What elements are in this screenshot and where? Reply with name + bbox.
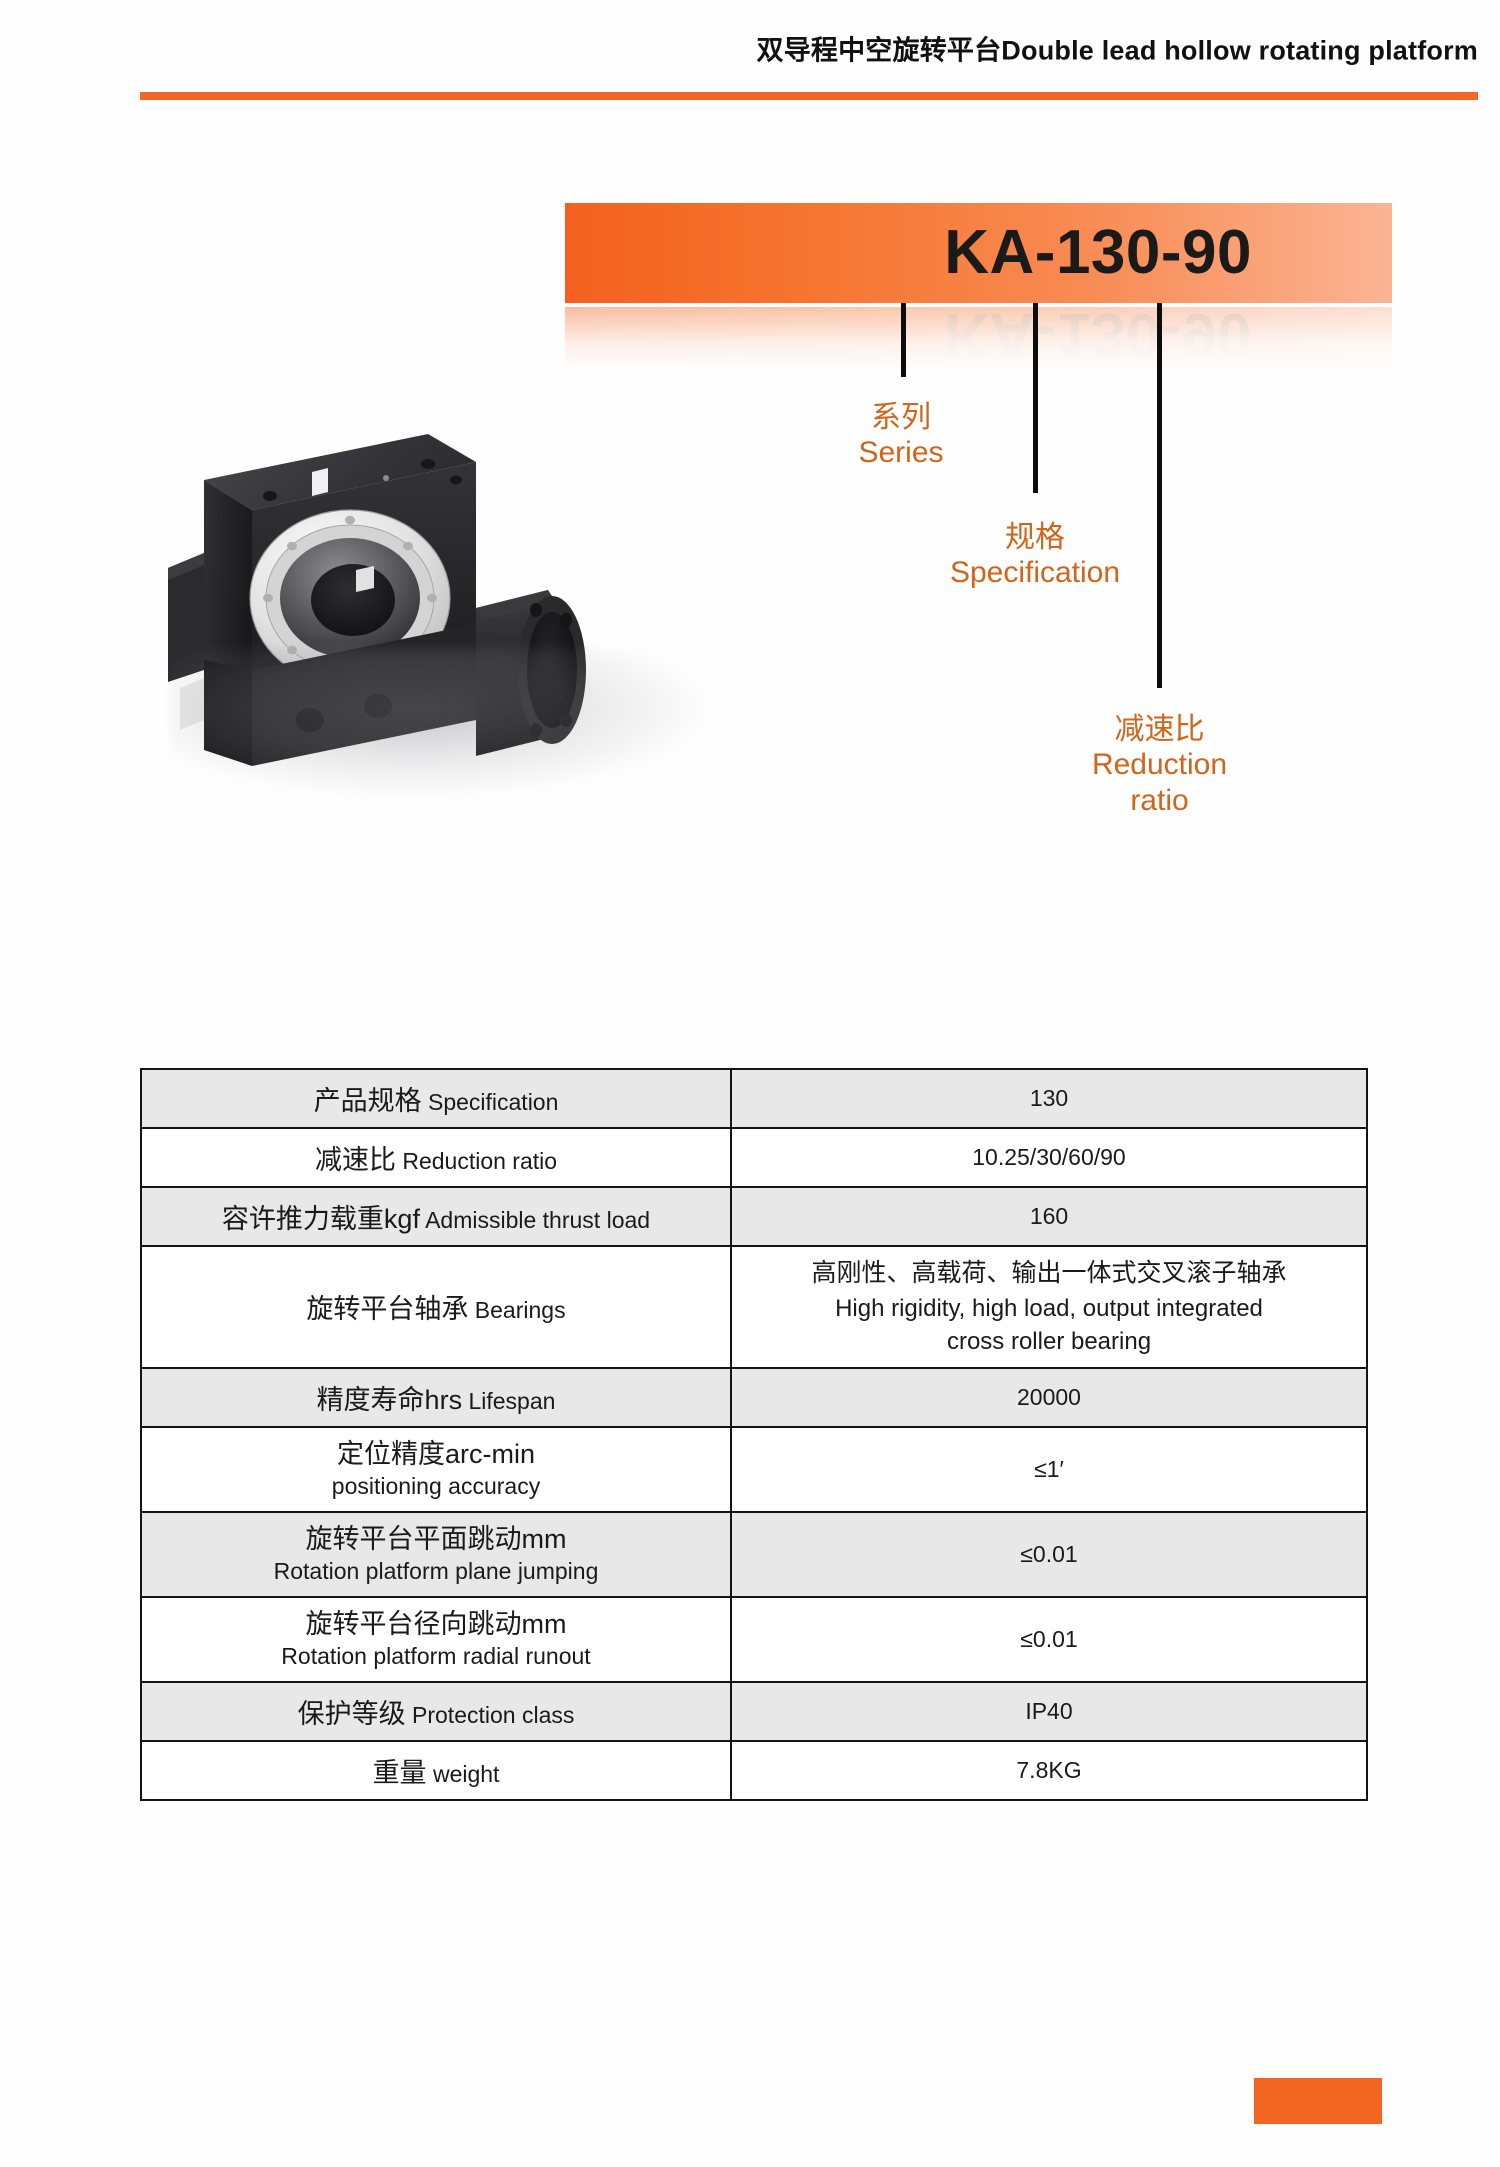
callout-series-en: Series (858, 436, 944, 470)
page-header: 双导程中空旋转平台Double lead hollow rotating pla… (0, 0, 1500, 112)
callout-specification: 规格 Specification (890, 520, 1180, 591)
model-number-reflection: KA-130-90 (944, 307, 1252, 369)
label-cn: 旋转平台平面跳动mm (305, 1523, 567, 1554)
value-text: 130 (1029, 1085, 1069, 1111)
label-cn: 重量 (372, 1757, 427, 1788)
callout-specification-en: Specification (949, 556, 1121, 590)
table-row: 旋转平台轴承 Bearings 高刚性、高载荷、输出一体式交叉滚子轴承 High… (140, 1245, 1368, 1369)
model-banner-reflection: KA-130-90 (565, 307, 1392, 387)
label-cn: 保护等级 (297, 1698, 406, 1729)
table-row: 定位精度arc-min positioning accuracy ≤1′ (140, 1425, 1368, 1513)
value-en-line2: cross roller bearing (946, 1327, 1152, 1355)
value-text: 7.8KG (1016, 1756, 1082, 1783)
callout-reduction-ratio: 减速比 Reduction ratio (1062, 712, 1257, 818)
callout-specification-cn: 规格 (1005, 521, 1065, 554)
table-cell-label: 重量 weight (140, 1739, 732, 1801)
table-row: 产品规格 Specification 130 (140, 1068, 1368, 1129)
label-cn: 容许推力载重kgf (221, 1204, 420, 1234)
model-number: KA-130-90 (944, 218, 1252, 287)
model-banner-group: KA-130-90 KA-130-90 (565, 203, 1392, 388)
label-cn: 精度寿命hrs (316, 1384, 463, 1415)
table-cell-value: 7.8KG (730, 1739, 1368, 1801)
callout-series: 系列 Series (806, 400, 996, 471)
table-cell-value: 高刚性、高载荷、输出一体式交叉滚子轴承 High rigidity, high … (730, 1245, 1368, 1369)
label-en: Protection class (405, 1701, 575, 1728)
table-cell-label: 旋转平台平面跳动mm Rotation platform plane jumpi… (140, 1510, 732, 1598)
value-text: ≤0.01 (1020, 1540, 1078, 1567)
label-cn: 旋转平台轴承 (306, 1294, 469, 1325)
callout-reduction-ratio-cn: 减速比 (1114, 713, 1205, 746)
table-cell-label: 旋转平台轴承 Bearings (140, 1245, 732, 1369)
header-divider (140, 92, 1478, 100)
table-cell-value: ≤0.01 (730, 1595, 1368, 1683)
value-cn: 高刚性、高载荷、输出一体式交叉滚子轴承 (811, 1259, 1287, 1287)
table-cell-value: 10.25/30/60/90 (730, 1127, 1368, 1188)
value-text: ≤1′ (1034, 1455, 1064, 1482)
label-en: weight (426, 1760, 500, 1787)
value-text: 20000 (1017, 1383, 1081, 1410)
table-cell-label: 产品规格 Specification (140, 1068, 732, 1129)
callout-leader-line-specification (1033, 303, 1038, 493)
callout-series-cn: 系列 (871, 401, 931, 434)
table-row: 旋转平台平面跳动mm Rotation platform plane jumpi… (140, 1510, 1368, 1598)
product-photo-shadow (170, 648, 710, 798)
value-text: ≤0.01 (1020, 1625, 1078, 1652)
label-en: Lifespan (462, 1387, 556, 1414)
label-cn: 旋转平台径向跳动mm (305, 1608, 567, 1639)
model-banner: KA-130-90 (565, 203, 1392, 303)
value-text: 160 (1029, 1203, 1069, 1229)
table-cell-value: IP40 (730, 1680, 1368, 1742)
table-row: 重量 weight 7.8KG (140, 1739, 1368, 1801)
value-text: IP40 (1025, 1697, 1073, 1724)
table-row: 容许推力载重kgf Admissible thrust load 160 (140, 1186, 1368, 1247)
label-en: Bearings (468, 1297, 566, 1324)
table-cell-value: 20000 (730, 1366, 1368, 1428)
rotary-actuator-illustration (168, 434, 586, 766)
label-en: Rotation platform plane jumping (273, 1557, 599, 1584)
value-text: 10.25/30/60/90 (972, 1144, 1126, 1170)
callout-leader-line-series (901, 303, 906, 377)
label-en: Specification (421, 1089, 559, 1115)
table-cell-label: 精度寿命hrs Lifespan (140, 1366, 732, 1428)
footer-accent-mark (1254, 2078, 1382, 2124)
value-en-line1: High rigidity, high load, output integra… (835, 1294, 1263, 1322)
label-cn: 定位精度arc-min (336, 1438, 535, 1469)
table-cell-value: 130 (730, 1068, 1368, 1129)
table-cell-value: 160 (730, 1186, 1368, 1247)
table-row: 保护等级 Protection class IP40 (140, 1680, 1368, 1742)
table-row: 减速比 Reduction ratio 10.25/30/60/90 (140, 1127, 1368, 1188)
label-cn: 产品规格 (313, 1086, 422, 1116)
product-photo (160, 420, 740, 820)
table-row: 旋转平台径向跳动mm Rotation platform radial runo… (140, 1595, 1368, 1683)
table-cell-value: ≤0.01 (730, 1510, 1368, 1598)
specification-table: 产品规格 Specification 130 减速比 Reduction rat… (140, 1068, 1368, 1801)
table-cell-label: 旋转平台径向跳动mm Rotation platform radial runo… (140, 1595, 732, 1683)
label-en: Rotation platform radial runout (281, 1642, 591, 1669)
callout-reduction-ratio-en: Reduction ratio (1091, 748, 1228, 817)
table-cell-label: 保护等级 Protection class (140, 1680, 732, 1742)
label-cn: 减速比 (314, 1145, 396, 1175)
table-cell-value: ≤1′ (730, 1425, 1368, 1513)
table-cell-label: 容许推力载重kgf Admissible thrust load (140, 1186, 732, 1247)
label-en: Reduction ratio (395, 1148, 558, 1174)
label-en: Admissible thrust load (419, 1207, 651, 1233)
callout-leader-line-reduction-ratio (1157, 303, 1162, 688)
label-en: positioning accuracy (331, 1472, 541, 1499)
table-cell-label: 减速比 Reduction ratio (140, 1127, 732, 1188)
page-title: 双导程中空旋转平台Double lead hollow rotating pla… (756, 35, 1478, 66)
table-cell-label: 定位精度arc-min positioning accuracy (140, 1425, 732, 1513)
table-row: 精度寿命hrs Lifespan 20000 (140, 1366, 1368, 1428)
